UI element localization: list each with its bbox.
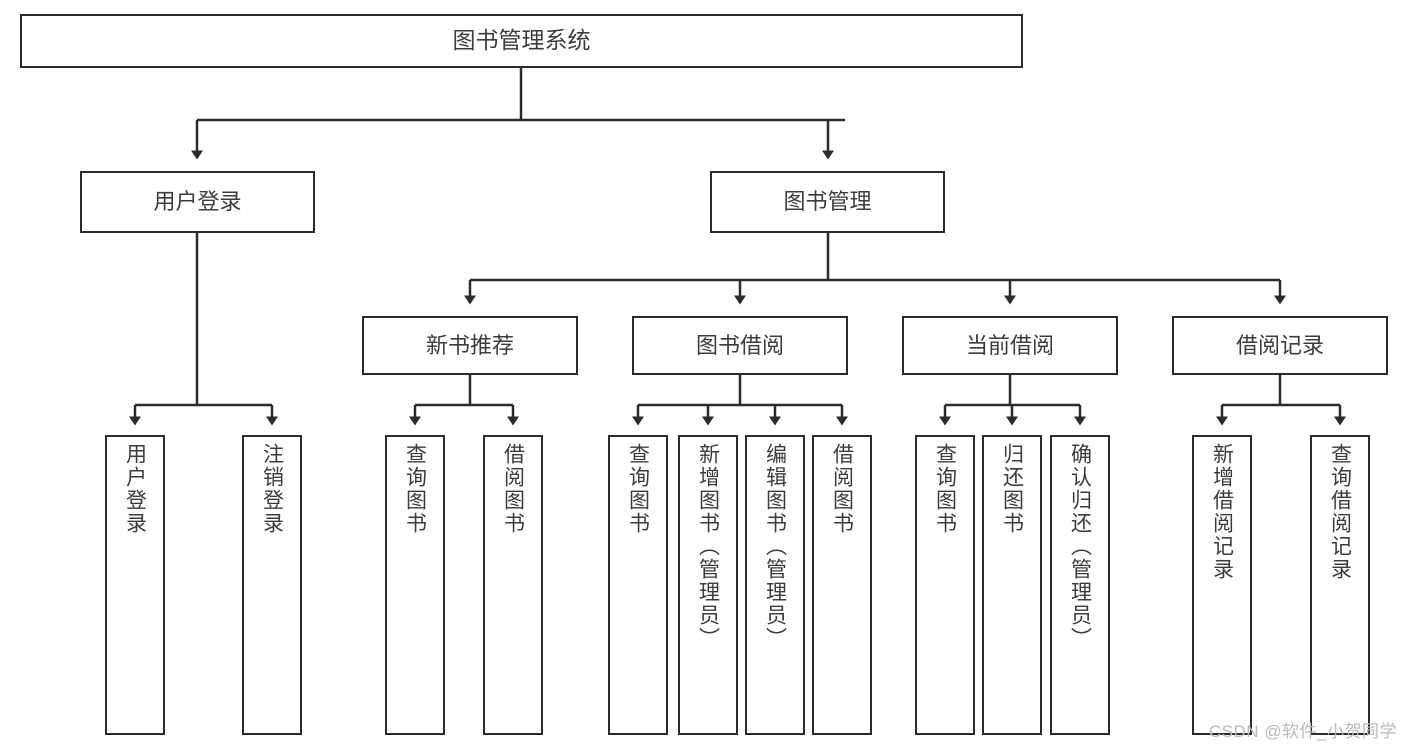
node-label: 新增借阅记录	[1210, 443, 1234, 581]
node-label: 图书借阅	[695, 332, 784, 358]
leaf-current-borrow-return[interactable]: 归还图书	[982, 435, 1042, 735]
leaf-book-borrow-query[interactable]: 查询图书	[608, 435, 668, 735]
leaf-book-borrow-add[interactable]: 新增图书（管理员）	[678, 435, 738, 735]
leaf-book-borrow-borrow[interactable]: 借阅图书	[812, 435, 872, 735]
leaf-book-borrow-edit[interactable]: 编辑图书（管理员）	[745, 435, 805, 735]
node-label: 借阅图书	[830, 443, 854, 535]
node-label: 查询图书	[933, 443, 957, 535]
node-label: 借阅记录	[1235, 332, 1324, 358]
leaf-borrow-record-add[interactable]: 新增借阅记录	[1192, 435, 1252, 735]
node-label: 图书管理	[783, 189, 872, 215]
node-label: 当前借阅	[965, 332, 1054, 358]
node-book-borrow[interactable]: 图书借阅	[632, 316, 848, 375]
node-label: 注销登录	[260, 443, 284, 535]
node-label: 编辑图书（管理员）	[763, 443, 787, 650]
node-label: 归还图书	[1000, 443, 1024, 535]
watermark-text: CSDN @软件_小贺同学	[1208, 722, 1397, 741]
node-label: 确认归还（管理员）	[1068, 443, 1092, 650]
leaf-borrow-record-query[interactable]: 查询借阅记录	[1310, 435, 1370, 735]
leaf-new-book-borrow[interactable]: 借阅图书	[483, 435, 543, 735]
leaf-new-book-query[interactable]: 查询图书	[385, 435, 445, 735]
node-label: 借阅图书	[501, 443, 525, 535]
leaf-current-borrow-confirm-return[interactable]: 确认归还（管理员）	[1050, 435, 1110, 735]
node-label: 新增图书（管理员）	[696, 443, 720, 650]
leaf-user-login-login[interactable]: 用户登录	[105, 435, 165, 735]
node-new-book-recommend[interactable]: 新书推荐	[362, 316, 578, 375]
node-user-login[interactable]: 用户登录	[80, 171, 315, 233]
node-label: 用户登录	[123, 443, 147, 535]
node-label: 用户登录	[153, 189, 242, 215]
node-root-system[interactable]: 图书管理系统	[20, 14, 1023, 68]
node-book-management[interactable]: 图书管理	[710, 171, 945, 233]
leaf-user-login-logout[interactable]: 注销登录	[242, 435, 302, 735]
node-label: 查询图书	[403, 443, 427, 535]
node-label: 图书管理系统	[452, 27, 591, 54]
leaf-current-borrow-query[interactable]: 查询图书	[915, 435, 975, 735]
node-label: 新书推荐	[425, 332, 514, 358]
node-current-borrow[interactable]: 当前借阅	[902, 316, 1118, 375]
node-label: 查询借阅记录	[1328, 443, 1352, 581]
node-label: 查询图书	[626, 443, 650, 535]
node-borrow-record[interactable]: 借阅记录	[1172, 316, 1388, 375]
